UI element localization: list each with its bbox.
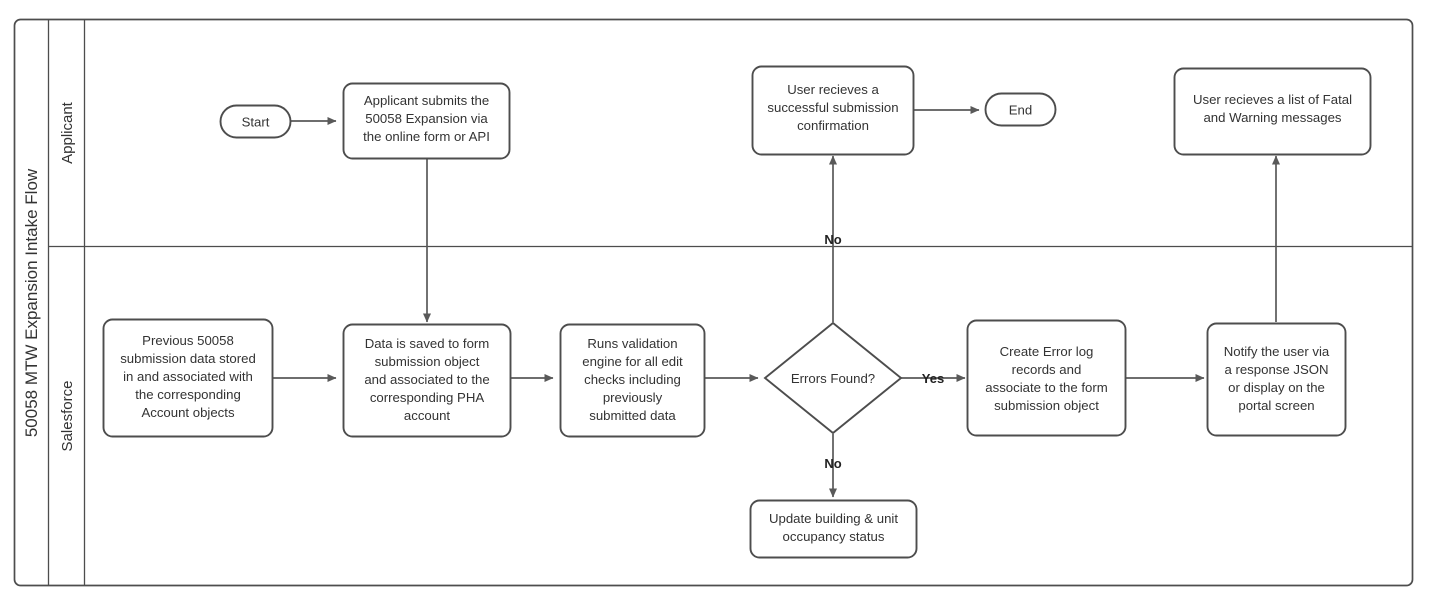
node-validation-engine-border: [559, 323, 706, 438]
pool-title: 50058 MTW Expansion Intake Flow: [22, 168, 41, 437]
node-previous-submission-data-shape: [103, 319, 273, 437]
node-validation-engine-line-5: submitted data: [589, 408, 676, 423]
node-update-occupancy-shape: [750, 500, 917, 558]
node-notify-user[interactable]: Notify the user via a response JSON or d…: [1206, 322, 1347, 437]
node-notify-user-line-4: portal screen: [1238, 398, 1314, 413]
pool-frame: [13, 18, 1414, 587]
node-errors-found-decision-label: Errors Found?: [791, 371, 875, 386]
node-previous-submission-data-line-3: in and associated with: [123, 369, 253, 384]
node-create-error-log-border: [966, 319, 1127, 437]
node-fatal-warning-messages[interactable]: User recieves a list of Fatal and Warnin…: [1173, 67, 1372, 156]
node-end-shape: [985, 93, 1056, 126]
node-fatal-warning-messages-border: [1173, 67, 1372, 156]
node-submission-confirmation-line-2: successful submission: [767, 100, 898, 115]
lane-label-applicant: Applicant: [59, 101, 76, 164]
node-end-label: End: [1009, 103, 1032, 118]
node-applicant-submits-line-2: 50058 Expansion via: [365, 111, 488, 126]
node-update-occupancy-line-2: occupancy status: [783, 529, 885, 544]
node-previous-submission-data[interactable]: Previous 50058 submission data stored in…: [102, 318, 274, 438]
edge-label-yes: Yes: [922, 371, 944, 386]
node-notify-user-border: [1206, 322, 1347, 437]
node-save-form-submission-line-2: submission object: [375, 354, 480, 369]
node-end[interactable]: End: [984, 92, 1057, 127]
node-notify-user-line-1: Notify the user via: [1224, 344, 1330, 359]
node-applicant-submits-shape: [343, 83, 510, 159]
node-submission-confirmation-border: [751, 65, 915, 156]
node-start-border: [219, 104, 292, 139]
node-applicant-submits-border: [342, 82, 511, 160]
node-validation-engine-line-3: checks including: [584, 372, 681, 387]
node-save-form-submission-border: [342, 323, 512, 438]
node-update-occupancy[interactable]: Update building & unit occupancy status: [749, 499, 918, 559]
node-create-error-log-line-1: Create Error log: [1000, 344, 1094, 359]
node-save-form-submission-line-3: and associated to the: [364, 372, 489, 387]
node-save-form-submission-line-5: account: [404, 408, 451, 423]
node-fatal-warning-messages-shape: [1174, 68, 1371, 155]
node-previous-submission-data-line-1: Previous 50058: [142, 333, 234, 348]
node-create-error-log-line-3: associate to the form: [985, 380, 1107, 395]
node-submission-confirmation-line-1: User recieves a: [787, 82, 879, 97]
node-start-label: Start: [242, 115, 270, 130]
edge-label-no-down: No: [824, 456, 841, 471]
node-applicant-submits[interactable]: Applicant submits the 50058 Expansion vi…: [342, 82, 511, 160]
node-start[interactable]: Start: [219, 104, 292, 139]
node-save-form-submission[interactable]: Data is saved to form submission object …: [342, 323, 512, 438]
node-update-occupancy-line-1: Update building & unit: [769, 511, 898, 526]
node-save-form-submission-shape: [343, 324, 511, 437]
node-submission-confirmation-line-3: confirmation: [797, 118, 869, 133]
edge-label-no-up: No: [824, 232, 841, 247]
node-applicant-submits-line-1: Applicant submits the: [364, 93, 489, 108]
node-save-form-submission-line-4: corresponding PHA: [370, 390, 485, 405]
node-errors-found-decision[interactable]: Errors Found?: [763, 321, 903, 435]
node-submission-confirmation-shape: [752, 66, 914, 155]
node-notify-user-shape: [1207, 323, 1346, 436]
node-start-shape: [220, 105, 291, 138]
node-applicant-submits-line-3: the online form or API: [363, 129, 490, 144]
node-fatal-warning-messages-line-2: and Warning messages: [1203, 110, 1341, 125]
node-save-form-submission-line-1: Data is saved to form: [365, 336, 490, 351]
node-create-error-log-line-2: records and: [1012, 362, 1082, 377]
node-validation-engine-line-4: previously: [603, 390, 663, 405]
node-update-occupancy-border: [749, 499, 918, 559]
lane-label-salesforce: Salesforce: [59, 381, 76, 452]
node-validation-engine[interactable]: Runs validation engine for all edit chec…: [559, 323, 706, 438]
node-validation-engine-shape: [560, 324, 705, 437]
node-create-error-log[interactable]: Create Error log records and associate t…: [966, 319, 1127, 437]
node-previous-submission-data-line-4: the corresponding: [135, 387, 241, 402]
node-end-border: [984, 92, 1057, 127]
node-validation-engine-line-2: engine for all edit: [582, 354, 683, 369]
node-errors-found-decision-border: [763, 321, 903, 435]
node-previous-submission-data-line-5: Account objects: [141, 405, 235, 420]
node-create-error-log-line-4: submission object: [994, 398, 1099, 413]
node-previous-submission-data-border: [102, 318, 274, 438]
node-submission-confirmation[interactable]: User recieves a successful submission co…: [751, 65, 915, 156]
node-previous-submission-data-line-2: submission data stored: [120, 351, 256, 366]
node-fatal-warning-messages-line-1: User recieves a list of Fatal: [1193, 92, 1352, 107]
node-notify-user-line-2: a response JSON: [1224, 362, 1328, 377]
node-notify-user-line-3: or display on the: [1228, 380, 1325, 395]
node-validation-engine-line-1: Runs validation: [587, 336, 677, 351]
connectors: [273, 106, 1280, 498]
node-create-error-log-shape: [967, 320, 1126, 436]
